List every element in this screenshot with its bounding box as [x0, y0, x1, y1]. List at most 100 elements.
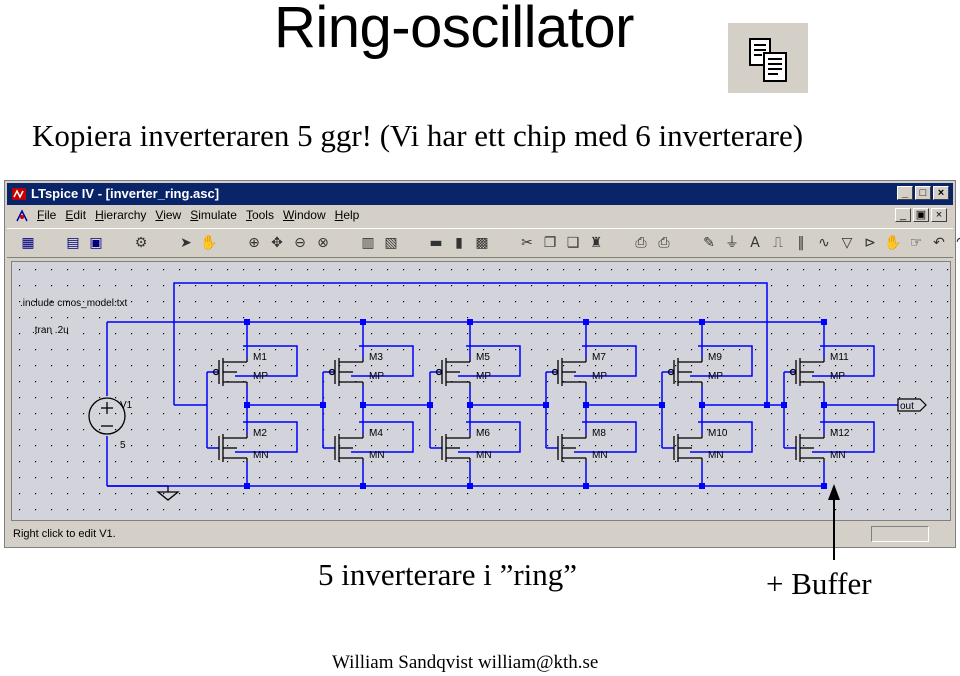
run-icon[interactable]: ➤ [180, 235, 192, 251]
nmos-label: M12 [830, 428, 850, 439]
junction-dot [427, 402, 433, 408]
voltage-source-v1[interactable] [88, 397, 126, 435]
junction-dot [320, 402, 326, 408]
capacitor-icon[interactable]: ‖ [797, 235, 805, 251]
menu-view[interactable]: View [155, 208, 182, 222]
waveform-icon[interactable]: ▧ [384, 235, 398, 251]
junction-dot [659, 402, 665, 408]
menu-tools[interactable]: Tools [245, 208, 274, 222]
label-net-icon[interactable]: A [750, 235, 760, 251]
control-panel-icon[interactable]: ⚙ [134, 235, 148, 251]
pmos-m1[interactable] [212, 358, 248, 386]
halt-icon[interactable]: ✋ [200, 235, 218, 251]
pmos-m3[interactable] [328, 358, 364, 386]
pmos-m11[interactable] [789, 358, 825, 386]
pmos-label: M11 [830, 352, 849, 363]
status-text: Right click to edit V1. [13, 528, 116, 540]
nmos-m12[interactable] [795, 434, 825, 462]
wire[interactable] [812, 345, 875, 377]
nmos-m6[interactable] [441, 434, 471, 462]
wire[interactable] [690, 421, 753, 453]
print-setup-icon[interactable]: ⎙ [635, 235, 647, 251]
draw-wire-icon[interactable]: ✎ [703, 235, 715, 251]
wire[interactable] [351, 421, 414, 453]
junction-dot [360, 319, 366, 325]
pmos-m9[interactable] [667, 358, 703, 386]
copy-icon[interactable]: ❐ [543, 235, 557, 251]
nmos-label: M8 [592, 428, 606, 439]
doc-close-button[interactable]: × [931, 208, 947, 222]
junction-dot [467, 319, 473, 325]
schematic-doc-icon[interactable] [15, 209, 29, 223]
open-icon[interactable]: ▤ [66, 235, 80, 251]
wire[interactable] [235, 345, 298, 377]
maximize-button[interactable]: □ [915, 186, 931, 200]
nmos-model-label: MN [369, 450, 385, 461]
menu-window[interactable]: Window [282, 208, 326, 222]
tile-horizontal-icon[interactable]: ▬ [429, 235, 443, 251]
tile-vertical-icon[interactable]: ▮ [455, 235, 463, 251]
menu-edit[interactable]: Edit [65, 208, 87, 222]
menu-simulate[interactable]: Simulate [190, 208, 237, 222]
new-schematic-icon[interactable]: ▦ [21, 235, 35, 251]
doc-restore-button[interactable]: ▣ [913, 208, 929, 222]
inductor-icon[interactable]: ∿ [818, 235, 830, 251]
wire[interactable] [458, 421, 521, 453]
status-panel [871, 526, 929, 542]
menu-file[interactable]: File [37, 208, 57, 222]
nmos-m10[interactable] [673, 434, 703, 462]
zoom-cancel-icon[interactable]: ⊗ [317, 235, 329, 251]
nmos-model-label: MN [830, 450, 846, 461]
save-icon[interactable]: ▣ [89, 235, 103, 251]
wire[interactable] [690, 345, 753, 377]
pmos-m7[interactable] [551, 358, 587, 386]
minimize-button[interactable]: _ [897, 186, 913, 200]
cascade-icon[interactable]: ▩ [475, 235, 489, 251]
close-button[interactable]: × [933, 186, 949, 200]
move-icon[interactable]: ✋ [884, 235, 902, 251]
wire[interactable] [574, 345, 637, 377]
pan-icon[interactable]: ✥ [271, 235, 283, 251]
undo-icon[interactable]: ↶ [933, 235, 945, 251]
wire[interactable] [812, 421, 875, 453]
drag-icon[interactable]: ☞ [909, 235, 923, 251]
footer-author: William Sandqvist william@kth.se [332, 652, 599, 673]
pmos-model-label: MP [369, 371, 384, 382]
menu-help[interactable]: Help [334, 208, 360, 222]
zoom-out-icon[interactable]: ⊖ [294, 235, 306, 251]
diode-icon[interactable]: ▽ [841, 235, 853, 251]
menu-hierarchy[interactable]: Hierarchy [95, 208, 147, 222]
find-icon[interactable]: ♜ [589, 235, 603, 251]
resistor-icon[interactable]: ⎍ [773, 235, 783, 251]
toolbar: ▦▤▣⚙➤✋⊕✥⊖⊗▥▧▬▮▩✂❐❑♜⎙⎙✎⏚A⎍‖∿▽⊳✋☞↶↷↻ [7, 228, 960, 258]
redo-icon[interactable]: ↷ [953, 234, 960, 252]
nmos-m4[interactable] [334, 434, 364, 462]
wire[interactable] [574, 421, 637, 453]
doc-minimize-button[interactable]: _ [895, 208, 911, 222]
wire[interactable] [351, 345, 414, 377]
pmos-label: M5 [476, 352, 490, 363]
paste-icon[interactable]: ❑ [566, 235, 580, 251]
grid [12, 262, 950, 520]
ground-icon[interactable] [156, 486, 180, 501]
nmos-m8[interactable] [557, 434, 587, 462]
spice-directive-include[interactable]: .include cmos_model.txt [20, 298, 127, 309]
nmos-m2[interactable] [218, 434, 248, 462]
print-icon[interactable]: ⎙ [658, 235, 670, 251]
junction-dot [244, 483, 250, 489]
zoom-in-icon[interactable]: ⊕ [248, 235, 260, 251]
window-titlebar[interactable]: LTspice IV - [inverter_ring.asc] _ □ × [7, 183, 953, 205]
wire[interactable] [235, 421, 298, 453]
wire[interactable] [458, 345, 521, 377]
spice-directive-tran[interactable]: .tran .2u [32, 325, 69, 336]
junction-dot [467, 402, 473, 408]
junction-dot [244, 319, 250, 325]
pmos-m5[interactable] [435, 358, 471, 386]
component-icon[interactable]: ⊳ [864, 235, 876, 251]
output-port[interactable] [897, 398, 927, 412]
ground-icon[interactable]: ⏚ [725, 235, 739, 251]
cut-icon[interactable]: ✂ [521, 235, 533, 251]
wire[interactable] [173, 282, 768, 405]
autorange-icon[interactable]: ▥ [361, 235, 375, 251]
